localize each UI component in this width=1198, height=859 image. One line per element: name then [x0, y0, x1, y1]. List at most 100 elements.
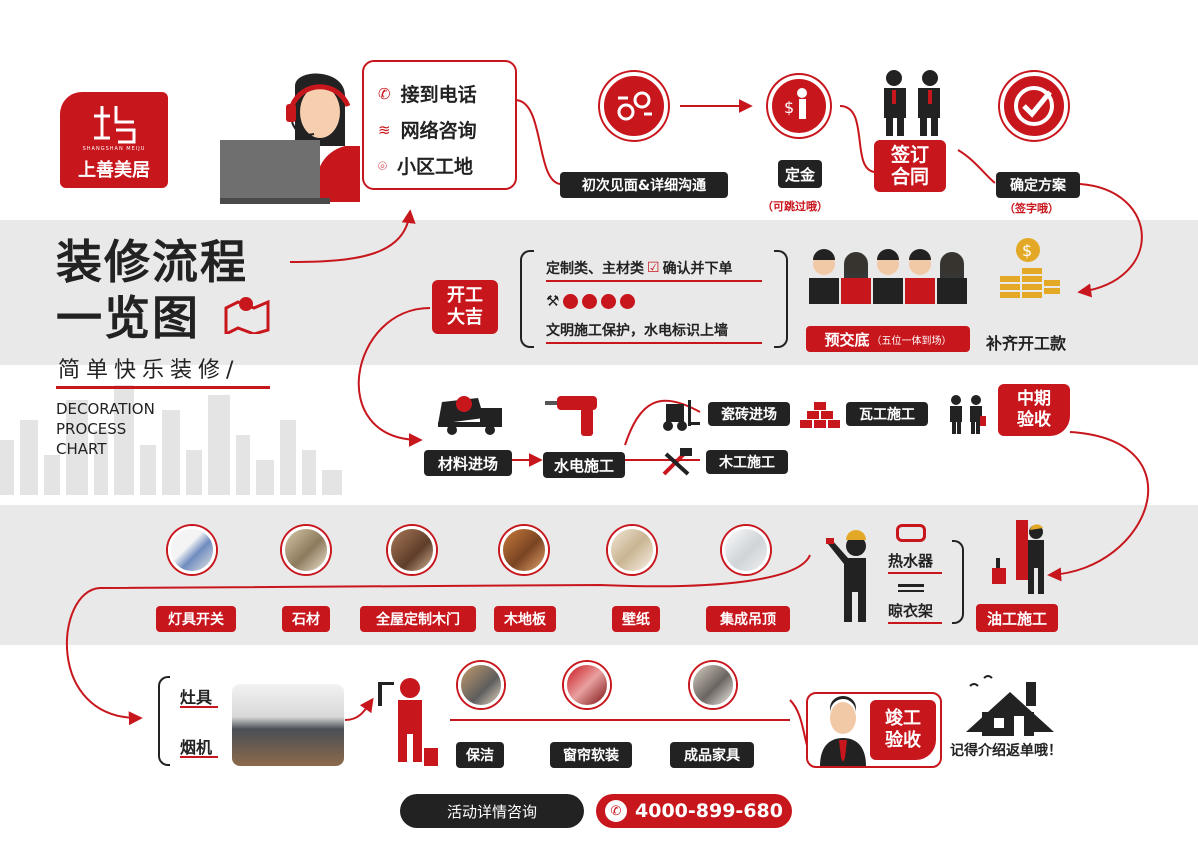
- item-wood-floor[interactable]: 木地板: [494, 606, 556, 632]
- title-en-1: DECORATION: [56, 400, 155, 418]
- phone-icon: ✆: [378, 84, 391, 103]
- photo-wood-floor: [500, 526, 548, 574]
- worker-icon: ⚒: [546, 292, 560, 310]
- step-start[interactable]: 开工大吉: [432, 280, 498, 334]
- svg-text:$: $: [1022, 241, 1032, 260]
- step-materials[interactable]: 材料进场: [424, 450, 512, 476]
- agent-illustration: [220, 62, 360, 207]
- item-custom-doors[interactable]: 全屋定制木门: [360, 606, 476, 632]
- step-contract[interactable]: 签订合同: [874, 140, 946, 192]
- fixtures-brace: [952, 540, 964, 624]
- appliance-brace: [158, 676, 170, 766]
- photo-cleaning: [458, 662, 504, 708]
- contact-row-site[interactable]: ⌾ 小区工地: [378, 152, 473, 179]
- photo-furniture: [690, 662, 736, 708]
- confirm-note: （签字哦）: [1004, 202, 1059, 215]
- forklift-icon: [658, 400, 702, 436]
- safety-icons: ⚒: [546, 292, 636, 310]
- check-icon: [1014, 86, 1054, 126]
- step-tiling[interactable]: 瓦工施工: [846, 402, 928, 426]
- money-hand-icon: $: [784, 88, 807, 119]
- headset-agent-icon: [220, 73, 360, 204]
- item-hood[interactable]: 烟机: [180, 738, 213, 757]
- custom-order-row: 定制类、主材类 ☑ 确认并下单: [546, 258, 733, 278]
- truck-icon: [434, 394, 506, 440]
- check-circle-icon: ☑: [647, 260, 660, 276]
- custom-order-label: 定制类、主材类: [546, 261, 644, 277]
- meeting-circle: [600, 72, 668, 140]
- step-plumbing[interactable]: 水电施工: [543, 452, 625, 478]
- bricks-icon: [800, 402, 840, 434]
- heater-icon: [896, 524, 926, 542]
- phone-button[interactable]: ✆ 4000-899-680: [596, 794, 792, 828]
- step-painting[interactable]: 油工施工: [976, 604, 1058, 632]
- hood-underline: [180, 756, 218, 758]
- slogan-underline: [56, 386, 270, 389]
- step-tiles-arrival[interactable]: 瓷砖进场: [708, 402, 790, 426]
- cleaner-icon: [376, 674, 442, 774]
- main-title-line2: 一览图: [56, 291, 200, 345]
- phone-number: 4000-899-680: [635, 800, 783, 822]
- drill-icon: [545, 392, 605, 442]
- contact-online-label: 网络咨询: [400, 120, 477, 142]
- rack-underline: [888, 622, 942, 624]
- heater-underline: [888, 572, 942, 574]
- final-inspection-label: 竣工验收: [885, 708, 921, 751]
- cta-button[interactable]: 活动详情咨询: [400, 794, 584, 828]
- confirm-circle: [1000, 72, 1068, 140]
- item-wallpaper[interactable]: 壁纸: [612, 606, 660, 632]
- photo-curtains: [564, 662, 610, 708]
- item-clothes-rack[interactable]: 晾衣架: [888, 602, 934, 620]
- slogan: 简单快乐装修/: [58, 358, 240, 383]
- step-contract-label: 签订合同: [890, 144, 929, 188]
- coins-icon: $: [994, 236, 1062, 310]
- item-ceiling[interactable]: 集成吊顶: [706, 606, 790, 632]
- handshake-icon: [878, 68, 946, 142]
- contact-row-online[interactable]: ≋ 网络咨询: [378, 116, 477, 143]
- logo-mark-icon: [94, 106, 136, 144]
- step-first-meeting[interactable]: 初次见面&详细沟通: [560, 172, 728, 198]
- brand-logo: SHANGSHAN MEIJU 上善美居: [60, 92, 168, 188]
- step-deposit[interactable]: 定金: [778, 160, 822, 188]
- item-stone[interactable]: 石材: [282, 606, 330, 632]
- wifi-icon: ≋: [378, 120, 391, 139]
- installer-icon: [826, 528, 878, 628]
- title-en-3: CHART: [56, 440, 107, 458]
- start-brace-right: [774, 250, 788, 348]
- title-en-2: PROCESS: [56, 420, 127, 438]
- contact-site-label: 小区工地: [397, 156, 474, 178]
- step-confirm-plan[interactable]: 确定方案: [996, 172, 1080, 198]
- referral-reminder: 记得介绍返单哦！: [950, 743, 1062, 759]
- painter-icon: [990, 518, 1054, 600]
- step-carpentry[interactable]: 木工施工: [706, 450, 788, 474]
- no-fire-icon: [620, 293, 636, 309]
- main-title-line1: 装修流程: [56, 235, 248, 289]
- item-stove[interactable]: 灶具: [180, 688, 213, 707]
- item-lighting[interactable]: 灯具开关: [156, 606, 236, 632]
- location-pin-icon: ⌾: [378, 156, 388, 175]
- step-top-up-payment[interactable]: 补齐开工款: [986, 334, 1067, 353]
- contact-phone-label: 接到电话: [400, 84, 477, 106]
- civil-underline: [546, 342, 762, 344]
- svg-text:$: $: [784, 98, 794, 117]
- step-handover[interactable]: 预交底 （五位一体到场）: [806, 326, 970, 352]
- photo-stone: [282, 526, 330, 574]
- final-inspection-badge: 竣工验收: [870, 700, 936, 760]
- custom-order-tail: 确认并下单: [662, 261, 733, 277]
- step-mid-inspection[interactable]: 中期验收: [998, 384, 1070, 436]
- band-row2: [0, 220, 1198, 365]
- no-litter-icon: [582, 293, 598, 309]
- step-cleaning[interactable]: 保洁: [456, 742, 504, 768]
- contact-card: ✆ 接到电话 ≋ 网络咨询 ⌾ 小区工地: [362, 60, 517, 190]
- step-furniture[interactable]: 成品家具: [670, 742, 754, 768]
- contact-row-phone[interactable]: ✆ 接到电话: [378, 80, 477, 107]
- logo-name: 上善美居: [78, 160, 150, 181]
- no-smoking-icon: [563, 293, 579, 309]
- map-pin-icon: [224, 294, 270, 338]
- final-inspection-card[interactable]: 竣工验收: [806, 692, 942, 768]
- step-curtains[interactable]: 窗帘软装: [550, 742, 632, 768]
- photo-ceiling: [722, 526, 770, 574]
- exchange-icon: [617, 91, 652, 121]
- item-water-heater[interactable]: 热水器: [888, 552, 934, 570]
